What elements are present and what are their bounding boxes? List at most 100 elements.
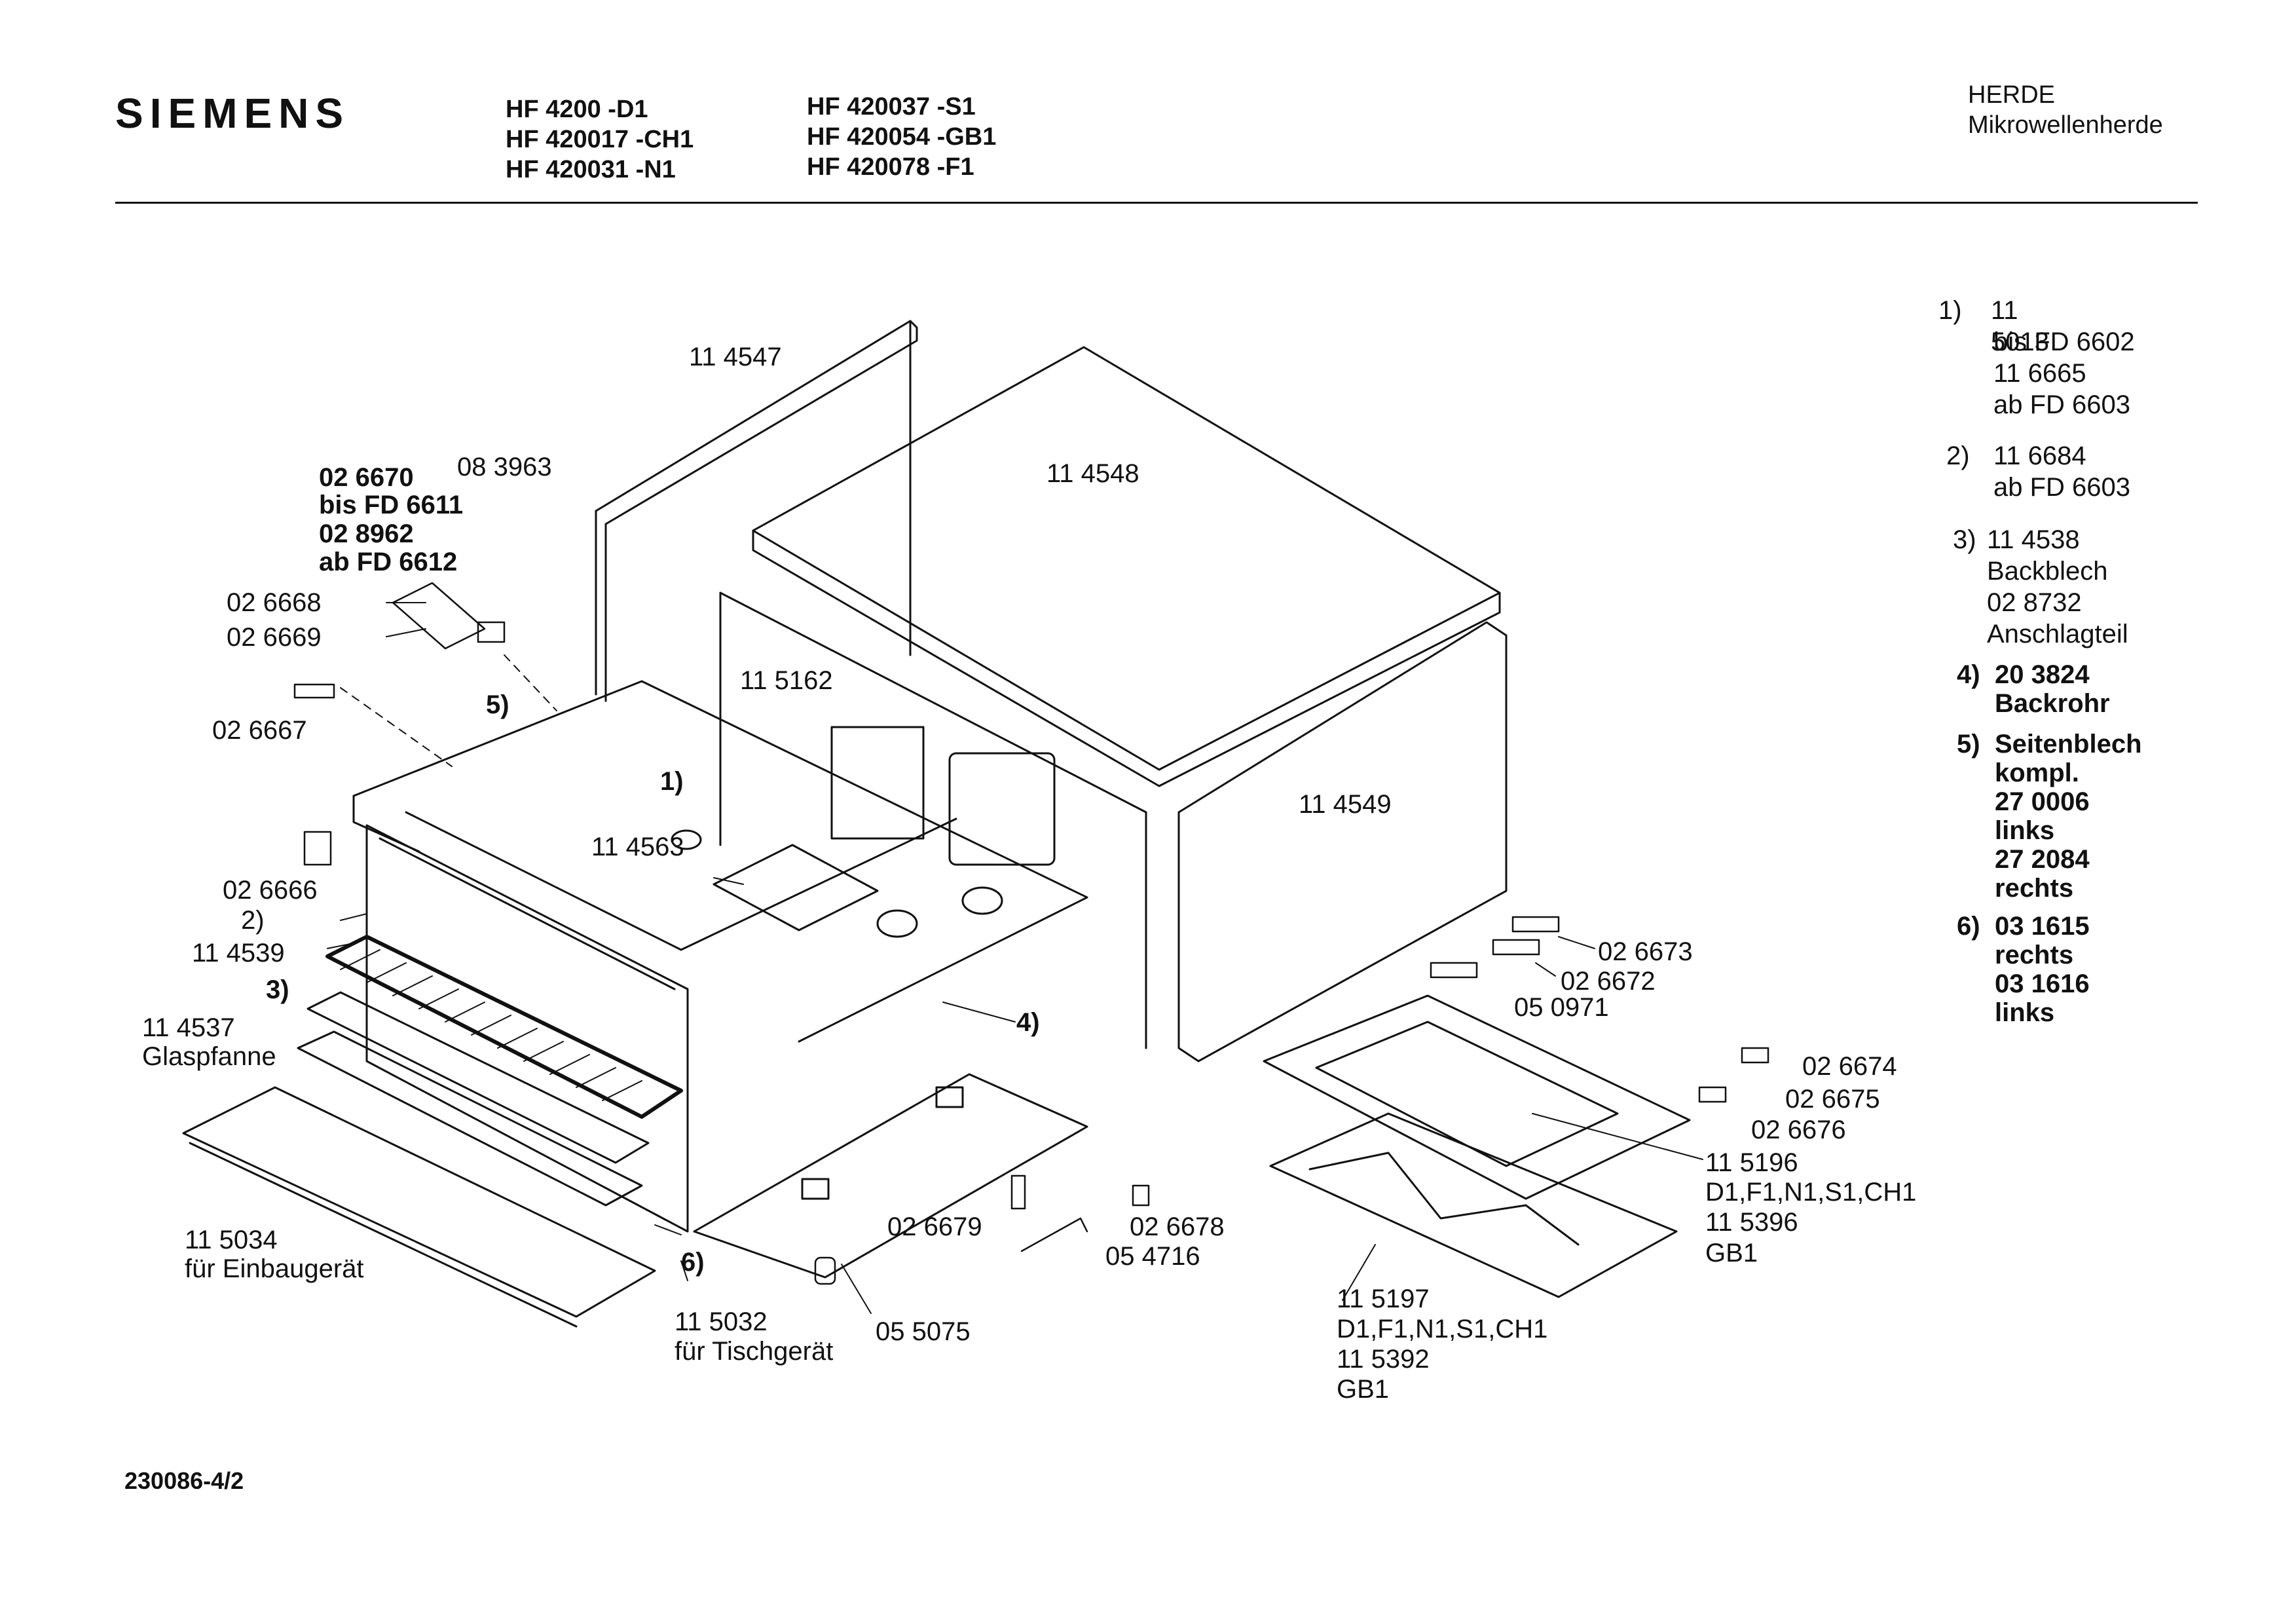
part-label: GB1	[1705, 1239, 1758, 1267]
category-title: HERDE	[1968, 81, 2056, 109]
back-panel-part	[595, 320, 918, 702]
footnote-line: Seitenblech	[1995, 730, 2142, 759]
part-label: 02 8962	[319, 519, 414, 548]
footnote-line: 27 0006	[1995, 787, 2090, 816]
base-plate-part	[182, 1086, 656, 1328]
part-label: 02 6670	[319, 463, 414, 492]
part-label: 02 6678	[1130, 1212, 1225, 1241]
footnote-line: 27 2084	[1995, 845, 2090, 874]
side-panel-part	[1177, 621, 1508, 1062]
chassis-frame-part	[352, 680, 1088, 1043]
footnote-line: 03 1616	[1995, 969, 2090, 998]
footnote-line: 11 5013	[1991, 296, 2049, 356]
footnote-line: rechts	[1995, 874, 2074, 903]
part-label: 02 6669	[227, 623, 322, 652]
part-label: 05 5075	[876, 1317, 971, 1346]
subcategory-title: Mikrowellenherde	[1968, 111, 2163, 139]
floor-insulation-part	[1269, 1112, 1678, 1298]
part-label: 11 5197	[1337, 1285, 1430, 1313]
footnote-line: links	[1995, 998, 2055, 1027]
reference-marker: 4)	[1016, 1008, 1040, 1037]
model-number: HF 4200 -D1	[506, 96, 648, 123]
part-label: 02 6667	[212, 716, 307, 745]
reference-marker: 1)	[660, 767, 684, 796]
part-label: 11 4539	[192, 939, 285, 967]
part-label: 05 0971	[1514, 993, 1609, 1022]
part-label: 02 6668	[227, 588, 322, 617]
bottom-chassis-part	[693, 1073, 1088, 1279]
footnote-ref: 2)	[1946, 441, 1970, 470]
footnote-ref: 3)	[1953, 525, 1976, 554]
part-label: 02 6674	[1802, 1052, 1897, 1081]
footnote-line: 02 8732	[1987, 588, 2082, 617]
floor-tray-part	[1263, 994, 1691, 1200]
part-label: 02 6675	[1785, 1085, 1880, 1114]
footnote-ref: 5)	[1957, 730, 1980, 759]
part-label: 11 5392	[1337, 1345, 1430, 1374]
part-label: 11 5034	[185, 1226, 278, 1254]
part-label: ab FD 6612	[319, 548, 458, 576]
model-list-col2: HF 420037 -S1 HF 420054 -GB1 HF 420078 -…	[807, 92, 996, 182]
part-label: 11 4548	[1046, 459, 1139, 488]
footnote-line: bis FD 6602	[1993, 328, 2135, 356]
model-number: HF 420031 -N1	[506, 156, 676, 183]
footnote-line: 20 3824	[1995, 660, 2090, 689]
cavity-side-wall-part	[719, 591, 1147, 1049]
model-list-col1: HF 4200 -D1 HF 420017 -CH1 HF 420031 -N1	[506, 94, 694, 185]
part-label: Glaspfanne	[142, 1042, 276, 1071]
footnote-line: 03 1615	[1995, 912, 2090, 941]
model-number: HF 420037 -S1	[807, 93, 976, 121]
part-label: GB1	[1337, 1375, 1390, 1404]
part-label: D1,F1,N1,S1,CH1	[1337, 1315, 1548, 1343]
part-label: 11 4547	[689, 343, 782, 371]
top-cover-part	[752, 346, 1501, 787]
model-number: HF 420054 -GB1	[807, 123, 997, 151]
part-label: für Tischgerät	[675, 1337, 834, 1366]
reference-marker: 6)	[681, 1248, 705, 1277]
part-label: 11 5196	[1705, 1148, 1798, 1177]
baking-tray-part	[297, 991, 650, 1207]
reference-marker: 3)	[266, 975, 289, 1004]
footnote-line: 11 6665	[1993, 359, 2086, 388]
footnote-line: Anschlagteil	[1987, 620, 2128, 648]
footnote-ref: 1)	[1938, 296, 1962, 325]
part-label: 11 5032	[675, 1307, 768, 1336]
part-label: bis FD 6611	[319, 491, 464, 519]
part-label: 02 6666	[223, 876, 318, 905]
part-label: 11 4549	[1299, 790, 1392, 819]
footnote-line: ab FD 6603	[1993, 473, 2131, 502]
footnote-line: 11 4538	[1987, 525, 2080, 554]
part-label: 11 4537	[142, 1013, 235, 1042]
brand-logo: SIEMENS	[115, 90, 350, 137]
footnote-ref: 4)	[1957, 660, 1980, 689]
footnote-ref: 6)	[1957, 912, 1980, 941]
footnote-line: rechts	[1995, 941, 2074, 969]
part-label: 08 3963	[457, 453, 552, 481]
part-label: 11 4563	[591, 833, 684, 861]
model-number: HF 420017 -CH1	[506, 126, 694, 153]
footnote-line: ab FD 6603	[1993, 390, 2131, 419]
footnote-line: Backrohr	[1995, 689, 2110, 718]
part-label: D1,F1,N1,S1,CH1	[1705, 1178, 1917, 1207]
footnote-line: Backblech	[1987, 557, 2108, 586]
document-number: 230086-4/2	[124, 1467, 244, 1494]
part-label: 02 6676	[1751, 1116, 1846, 1144]
category-block: HERDE Mikrowellenherde	[1968, 80, 2163, 140]
small-hardware-parts	[293, 582, 1769, 1285]
part-label: 02 6679	[887, 1212, 982, 1241]
footnote-line: kompl.	[1995, 759, 2079, 787]
part-label: 05 4716	[1105, 1242, 1200, 1271]
part-label: 11 5396	[1705, 1208, 1798, 1237]
part-label: für Einbaugerät	[185, 1254, 364, 1283]
footnote-line: links	[1995, 816, 2055, 845]
leader-lines	[327, 602, 1703, 1314]
footnote-line: 11 6684	[1993, 441, 2086, 470]
reference-marker: 5)	[486, 690, 509, 719]
model-number: HF 420078 -F1	[807, 153, 974, 181]
part-label: 02 6673	[1598, 937, 1693, 966]
part-label: 02 6672	[1561, 967, 1656, 996]
reference-marker: 2)	[241, 906, 265, 935]
header-divider	[115, 202, 2198, 204]
part-label: 11 5162	[740, 666, 833, 695]
